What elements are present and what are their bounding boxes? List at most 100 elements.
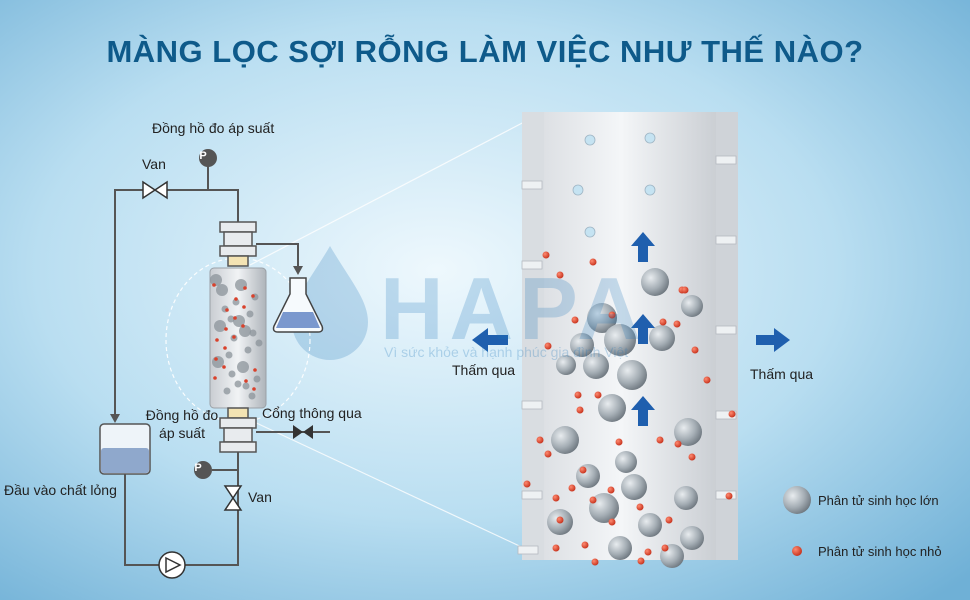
small-molecule — [589, 258, 597, 266]
module-particle — [223, 387, 231, 395]
pore — [521, 490, 543, 500]
legend-small-label: Phân tử sinh học nhỏ — [818, 544, 942, 559]
small-molecule — [581, 541, 589, 549]
pore — [715, 155, 737, 165]
module-particle — [237, 361, 249, 373]
label-permeate-left: Thấm qua — [452, 362, 516, 378]
label-pressure-gauge-bottom-1: Đồng hồ đo — [145, 407, 219, 423]
pore — [521, 180, 543, 190]
small-molecule — [552, 494, 560, 502]
zoom-line-bottom — [249, 419, 529, 551]
small-molecule — [615, 438, 623, 446]
zoom-line-top — [249, 119, 529, 266]
label-pressure-gauge-bottom-2: áp suất — [159, 425, 205, 441]
small-molecule — [544, 450, 552, 458]
small-molecule — [607, 486, 615, 494]
large-molecule — [604, 324, 636, 356]
module-dot — [233, 316, 237, 320]
pore-hole — [572, 184, 584, 196]
module-dot — [253, 368, 257, 372]
small-molecule — [728, 410, 736, 418]
large-molecule — [556, 355, 576, 375]
pore — [517, 545, 539, 555]
large-molecule — [617, 360, 647, 390]
small-molecule — [523, 480, 531, 488]
large-molecule — [570, 333, 594, 357]
small-molecule — [544, 342, 552, 350]
module-dot — [213, 376, 217, 380]
legend-small-icon — [792, 546, 802, 556]
large-molecule — [674, 486, 698, 510]
module-dot — [214, 357, 218, 361]
pore-hole — [584, 134, 596, 146]
watermark-tagline: Vì sức khỏe và hạnh phúc gia đình Việt — [384, 344, 629, 360]
pore — [715, 325, 737, 335]
large-molecule — [589, 493, 619, 523]
label-valve-top: Van — [142, 156, 166, 172]
module-dot — [251, 294, 255, 298]
legend-large-label: Phân tử sinh học lớn — [818, 493, 939, 508]
large-molecule — [608, 536, 632, 560]
label-permeate-port: Cổng thông qua — [262, 405, 362, 421]
module-dot — [243, 286, 247, 290]
module-particle — [225, 351, 233, 359]
small-molecule — [574, 391, 582, 399]
large-molecule — [638, 513, 662, 537]
small-molecule — [568, 484, 576, 492]
small-molecule — [536, 436, 544, 444]
permeate-arrow-left-icon — [472, 328, 508, 352]
large-molecule — [615, 451, 637, 473]
module-particle — [216, 284, 228, 296]
module-particle — [228, 370, 236, 378]
small-molecule — [725, 492, 733, 500]
module-dot — [223, 346, 227, 350]
module-dot — [224, 327, 228, 331]
large-molecule — [576, 464, 600, 488]
small-molecule — [637, 557, 645, 565]
module-particle — [212, 356, 224, 368]
module-dot — [234, 297, 238, 301]
small-molecule — [571, 316, 579, 324]
small-molecule — [579, 466, 587, 474]
module-particle — [253, 375, 261, 383]
small-molecule — [591, 558, 599, 566]
module-dot — [212, 283, 216, 287]
small-molecule — [556, 516, 564, 524]
module-dot — [241, 324, 245, 328]
valve-top-icon — [142, 180, 168, 200]
module-dot — [222, 365, 226, 369]
small-molecule — [674, 440, 682, 448]
pore — [521, 260, 543, 270]
module-particle — [234, 380, 242, 388]
small-molecule — [659, 318, 667, 326]
module-particle — [244, 346, 252, 354]
small-molecule — [556, 271, 564, 279]
large-molecule — [674, 418, 702, 446]
module-particle — [227, 315, 235, 323]
large-molecule — [598, 394, 626, 422]
large-molecules — [547, 268, 704, 568]
module-particle — [214, 320, 226, 332]
module-particle — [242, 382, 250, 390]
small-molecule — [644, 548, 652, 556]
small-molecule — [661, 544, 669, 552]
small-molecule — [673, 320, 681, 328]
gauge-bottom-symbol: P — [194, 462, 202, 474]
gauge-top-symbol: P — [199, 150, 207, 162]
module-particle — [239, 325, 251, 337]
pore-hole — [644, 132, 656, 144]
pore-hole — [584, 226, 596, 238]
module-particle — [249, 329, 257, 337]
pore — [715, 410, 737, 420]
pore — [715, 235, 737, 245]
large-molecule — [680, 526, 704, 550]
module-dot — [225, 308, 229, 312]
small-molecule — [636, 503, 644, 511]
module-particle — [232, 298, 240, 306]
small-molecule — [665, 516, 673, 524]
label-valve-bottom: Van — [248, 489, 272, 505]
small-molecule — [681, 286, 689, 294]
page-title: MÀNG LỌC SỢI RỖNG LÀM VIỆC NHƯ THẾ NÀO? — [106, 34, 864, 69]
permeate-port-valve-icon — [293, 425, 313, 439]
